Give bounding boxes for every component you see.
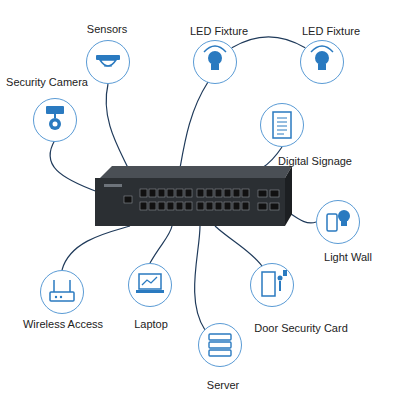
device-circle: Door Security Card [250,263,294,307]
cable [195,226,205,330]
console-port [124,196,132,203]
device-label: Door Security Card [254,322,348,334]
device-label: LED Fixture [302,25,360,37]
network-cables [50,82,316,330]
sensor-icon [96,55,120,66]
cable [50,140,98,192]
device-icons [46,46,350,356]
switch-front [95,178,285,226]
cable [180,82,208,168]
router-icon [50,280,74,301]
device-circle: Sensors [86,40,130,84]
device-label: Security Camera [6,76,88,88]
device-circle: Server [198,323,242,367]
device-label: LED Fixture [190,25,248,37]
ethernet-ports [140,189,279,210]
device-circle: Light Wall [316,200,360,244]
device-label: Digital Signage [278,155,352,167]
switch-top [100,166,292,178]
device-label: Server [207,379,239,391]
bulb-icon [311,46,333,70]
device-label: Sensors [87,23,127,35]
network-switch [95,166,292,226]
signage-icon [273,112,291,138]
camera-icon [46,106,64,130]
switch-badge [104,184,122,187]
cable [150,226,172,263]
cable [215,226,262,266]
cable-connector [232,37,305,48]
light-wall-icon [327,210,350,231]
device-circle: Digital Signage [260,103,304,147]
device-circle: LED Fixture [193,40,237,84]
laptop-icon [136,274,164,293]
switch-side [285,166,292,226]
cable [106,84,130,172]
device-label: Light Wall [324,251,372,263]
bulb-icon [204,46,226,70]
device-circle: LED Fixture [300,40,344,84]
device-label: Wireless Access [23,318,103,330]
cable [62,226,130,270]
door-icon [262,270,287,296]
server-icon [209,334,231,356]
device-circle: Laptop [128,263,172,307]
device-circle: Security Camera [33,98,77,142]
device-circle: Wireless Access [40,270,84,314]
device-label: Laptop [134,318,168,330]
